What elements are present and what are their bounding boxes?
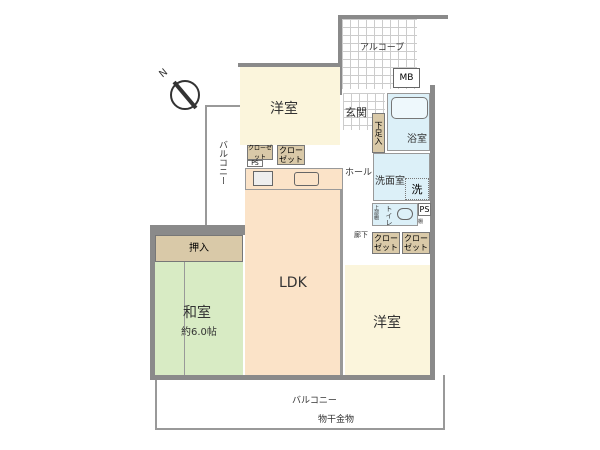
shoe-storage[interactable]: 下足入 — [372, 113, 385, 153]
closet-corridor-2[interactable]: クローゼット — [402, 232, 430, 254]
stove-icon — [253, 171, 273, 186]
corridor-label: 廊下 — [354, 231, 368, 239]
oshiire[interactable]: 押入 — [155, 235, 243, 262]
outer-wall — [238, 63, 342, 67]
closet-corridor-1[interactable]: クローゼット — [372, 232, 400, 254]
japanese-room-size: 約6.0帖 — [181, 327, 217, 338]
compass-label: N — [157, 66, 171, 81]
upper-shelf-label: 上部棚 — [373, 205, 379, 220]
outer-wall — [338, 15, 342, 95]
shelf-label: 棚 — [418, 219, 424, 225]
north-arrow-icon: N — [157, 67, 200, 110]
bath-label: 浴室 — [407, 134, 427, 145]
sink-icon — [294, 172, 319, 186]
outer-wall — [150, 225, 155, 380]
closet-north[interactable]: クローゼット — [277, 145, 305, 165]
washroom — [373, 153, 430, 201]
balcony-west-label: バルコニー — [217, 140, 227, 185]
ldk — [245, 190, 343, 375]
japanese-room-label: 和室 — [183, 305, 211, 321]
washroom-label: 洗面室 — [375, 176, 405, 187]
hall-label: ホール — [345, 168, 373, 178]
western-room-north — [240, 67, 340, 145]
balcony-south — [155, 375, 445, 430]
western-north-label: 洋室 — [270, 101, 298, 117]
compass-needle — [172, 80, 198, 110]
bathtub — [391, 97, 428, 119]
outer-wall — [150, 375, 435, 380]
mb-box: MB — [393, 68, 420, 88]
entrance-label: 玄関 — [345, 106, 367, 119]
ldk-label: LDK — [279, 275, 307, 291]
japanese-room — [155, 262, 243, 375]
toilet-label: トイレ — [385, 205, 393, 226]
outer-wall — [150, 225, 245, 235]
alcove-label: アルコーブ — [360, 43, 405, 53]
western-room-south — [345, 265, 430, 375]
ps: PS — [418, 203, 431, 216]
outer-wall — [338, 15, 448, 19]
washer-space: 洗 — [405, 178, 429, 200]
outer-wall — [430, 85, 435, 380]
ps-small: PS — [247, 160, 263, 167]
laundry-hanger-label: 物干金物 — [318, 415, 355, 425]
closet-small[interactable]: クローゼット — [247, 144, 273, 161]
balcony-west — [205, 105, 243, 230]
toilet-bowl-icon — [397, 208, 413, 220]
western-south-label: 洋室 — [373, 315, 401, 331]
balcony-south-label: バルコニー — [292, 396, 337, 406]
